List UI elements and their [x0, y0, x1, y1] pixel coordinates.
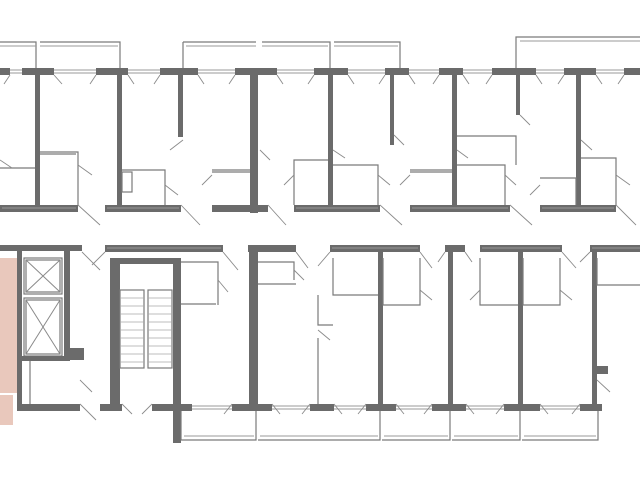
bottom-balconies [180, 411, 599, 441]
bottom-exterior-wall [17, 404, 602, 411]
elevator-shafts [17, 251, 84, 406]
top-partitions [0, 75, 617, 213]
bottom-corridor-wall [0, 245, 640, 252]
top-exterior-wall [0, 68, 640, 75]
stairwell [110, 258, 181, 443]
bottom-partitions [181, 252, 640, 407]
top-corridor-wall [0, 205, 616, 212]
top-balconies [0, 36, 640, 68]
highlighted-unit-lower[interactable] [0, 395, 13, 425]
highlighted-unit[interactable] [0, 258, 17, 393]
top-doors [0, 74, 637, 226]
bottom-doors [79, 251, 611, 421]
